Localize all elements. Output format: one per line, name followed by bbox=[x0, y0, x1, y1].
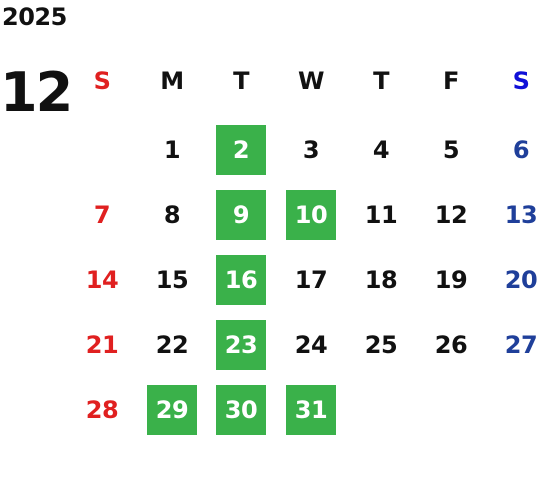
weekday-header: T bbox=[373, 67, 389, 95]
calendar-day[interactable]: 14 bbox=[85, 266, 119, 294]
weekday-header: S bbox=[93, 67, 111, 95]
calendar-day-highlighted[interactable]: 2 bbox=[216, 125, 266, 175]
calendar-day[interactable]: 1 bbox=[163, 136, 181, 164]
calendar-day-highlighted[interactable]: 10 bbox=[286, 190, 336, 240]
calendar-day[interactable]: 5 bbox=[442, 136, 460, 164]
calendar-day[interactable]: 4 bbox=[372, 136, 390, 164]
calendar-day[interactable]: 27 bbox=[504, 331, 538, 359]
weekday-header: W bbox=[298, 67, 324, 95]
calendar-day[interactable]: 8 bbox=[163, 201, 181, 229]
calendar-day[interactable]: 17 bbox=[294, 266, 328, 294]
weekday-header: T bbox=[233, 67, 249, 95]
calendar-day[interactable]: 6 bbox=[512, 136, 530, 164]
calendar-day[interactable]: 12 bbox=[434, 201, 468, 229]
weekday-header: M bbox=[160, 67, 184, 95]
calendar-day-highlighted[interactable]: 23 bbox=[216, 320, 266, 370]
calendar-day[interactable]: 15 bbox=[155, 266, 189, 294]
calendar-day[interactable]: 20 bbox=[504, 266, 538, 294]
calendar-day[interactable]: 28 bbox=[85, 396, 119, 424]
calendar-day[interactable]: 7 bbox=[93, 201, 111, 229]
calendar-day[interactable]: 13 bbox=[504, 201, 538, 229]
year-label: 2025 bbox=[2, 3, 67, 31]
calendar-day[interactable]: 19 bbox=[434, 266, 468, 294]
weekday-header: F bbox=[443, 67, 459, 95]
calendar-day[interactable]: 18 bbox=[364, 266, 398, 294]
calendar-day-highlighted[interactable]: 16 bbox=[216, 255, 266, 305]
month-label: 12 bbox=[0, 61, 73, 124]
calendar-day-highlighted[interactable]: 9 bbox=[216, 190, 266, 240]
calendar-day[interactable]: 22 bbox=[155, 331, 189, 359]
calendar-day[interactable]: 11 bbox=[364, 201, 398, 229]
calendar-day-highlighted[interactable]: 30 bbox=[216, 385, 266, 435]
calendar-day-highlighted[interactable]: 31 bbox=[286, 385, 336, 435]
calendar-day[interactable]: 26 bbox=[434, 331, 468, 359]
calendar-day[interactable]: 24 bbox=[294, 331, 328, 359]
calendar-day[interactable]: 21 bbox=[85, 331, 119, 359]
weekday-header: S bbox=[512, 67, 530, 95]
calendar-day[interactable]: 3 bbox=[302, 136, 320, 164]
calendar-day-highlighted[interactable]: 29 bbox=[147, 385, 197, 435]
calendar-day[interactable]: 25 bbox=[364, 331, 398, 359]
